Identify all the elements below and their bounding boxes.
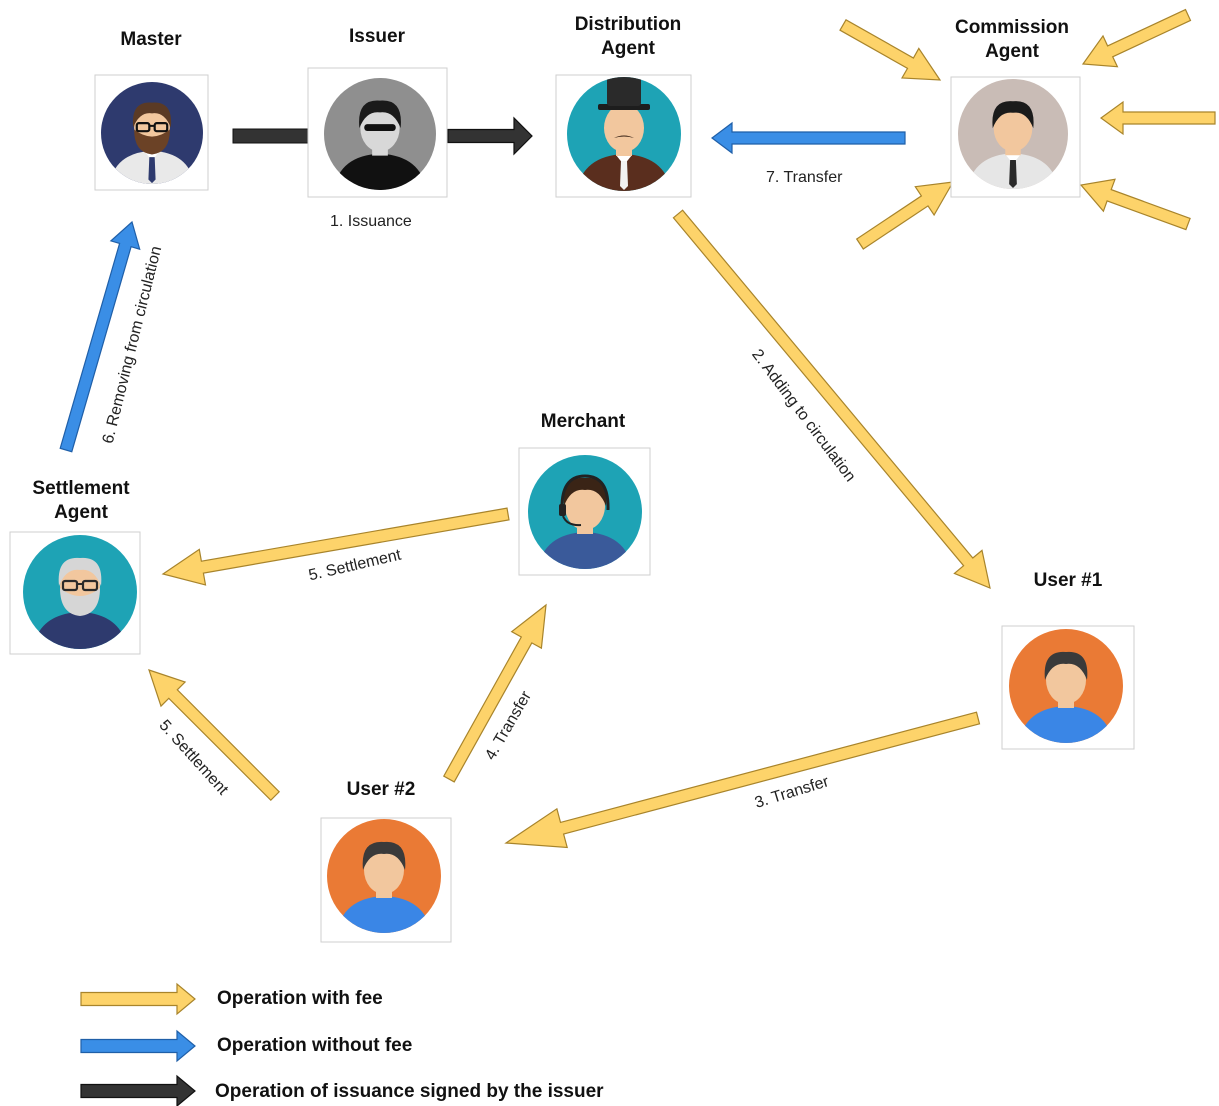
arrow-transfer-4 [442,603,547,783]
user-avatar-icon [327,819,441,933]
arrow-commission-in-right [1099,100,1216,136]
edge-label-issuance: 1. Issuance [330,213,412,230]
user-avatar-icon [1009,629,1123,743]
arrow-issuance [447,116,533,156]
node-title-settlement-agent: Settlement Agent [0,477,181,525]
arrow-transfer-7 [711,121,906,155]
legend-label-fee: Operation with fee [217,988,383,1009]
arrow-commission-in-top-right [1081,8,1192,68]
masked-man-icon [324,78,436,190]
node-title-line: Agent [985,41,1039,62]
node-title-issuer: Issuer [349,26,405,47]
arrow-commission-in-bottom-right [1079,178,1191,231]
arrow-adding-to-circulation [672,209,991,589]
node-title-distribution-agent: Distribution Agent [528,13,728,61]
node-title-line: Agent [54,502,108,523]
node-title-commission-agent: Commission Agent [912,16,1112,64]
edge-label-transfer-7: 7. Transfer [766,169,843,186]
node-title-merchant: Merchant [540,411,626,432]
legend-label-issuance: Operation of issuance signed by the issu… [215,1081,604,1102]
businessman-icon [958,79,1068,189]
node-title-line: Agent [601,38,655,59]
arrow-removing-from-circulation [59,220,141,453]
legend-arrow-issuance [80,1074,196,1106]
line-master-issuer [232,128,310,144]
avatars-layer [9,67,1135,943]
arrow-commission-in-top-left [839,18,942,81]
node-title-line: Settlement [32,478,130,499]
node-title-master: Master [120,29,182,50]
arrow-settlement-user-2 [148,669,281,802]
headset-operator-icon [528,455,642,569]
arrow-commission-in-bottom-left [855,181,955,250]
bearded-man-glasses-icon [101,82,203,184]
arrow-settlement-merchant [161,507,510,586]
node-title-user-2: User #2 [346,779,416,800]
top-hat-man-icon [567,77,681,191]
arrow-transfer-3 [504,711,981,849]
legend-label-nofee: Operation without fee [217,1035,413,1056]
node-title-line: Distribution [574,14,682,35]
legend-arrow-fee [80,982,196,1016]
legend-arrow-nofee [80,1029,196,1063]
node-title-line: Commission [954,17,1070,38]
old-man-glasses-icon [23,535,137,649]
node-title-user-1: User #1 [1033,570,1103,591]
arrows-layer [59,8,1216,1106]
